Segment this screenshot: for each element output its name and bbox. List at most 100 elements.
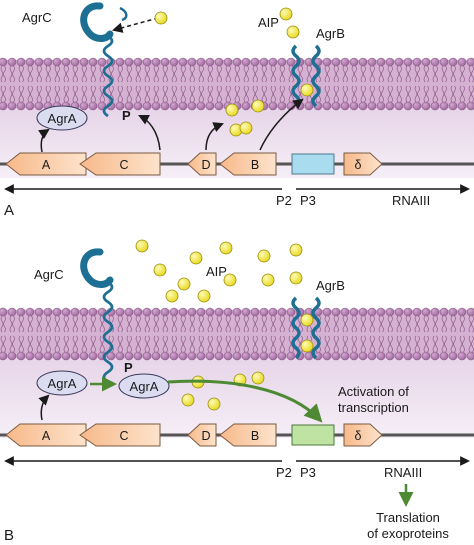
lipid-head-icon [322, 57, 332, 67]
lipid-head-icon [322, 351, 332, 361]
lipid-head-icon [43, 307, 53, 317]
lipid-head-icon [79, 351, 89, 361]
lipid-tail-icon [246, 315, 249, 333]
gene-delta [343, 423, 383, 447]
lipid-head-icon [88, 351, 98, 361]
rnaiii-label: RNAIII [384, 465, 422, 480]
lipid-tail-icon [48, 85, 51, 103]
lipid-tail-icon [459, 85, 463, 103]
lipid-tail-icon [48, 65, 51, 83]
lipid-tail-icon [120, 335, 123, 353]
aip-molecule-icon [300, 339, 314, 353]
lipid-tail-icon [135, 65, 139, 83]
lipid-head-icon [70, 307, 80, 317]
lipid-tail-icon [396, 85, 400, 103]
lipid-tail-icon [180, 335, 184, 353]
lipid-tail-icon [354, 315, 357, 333]
lipid-head-icon [286, 351, 296, 361]
lipid-tail-icon [129, 315, 132, 333]
lipid-tail-icon [243, 315, 247, 333]
lipid-tail-icon [462, 85, 465, 103]
activation-arrow [167, 379, 323, 423]
lipid-head-icon [169, 351, 179, 361]
lipid-tail-icon [198, 65, 202, 83]
lipid-tail-icon [264, 85, 267, 103]
lipid-tail-icon [363, 335, 366, 353]
lipid-tail-icon [279, 335, 283, 353]
lipid-head-icon [439, 57, 449, 67]
lipid-tail-icon [288, 65, 292, 83]
lipid-head-icon [196, 351, 206, 361]
lipid-tail-icon [99, 335, 103, 353]
lipid-tail-icon [381, 315, 384, 333]
lipid-head-icon [142, 101, 152, 111]
lipid-tail-icon [432, 315, 436, 333]
agrb-receptor-icon [291, 296, 321, 360]
lipid-tail-icon [435, 335, 438, 353]
lipid-tail-icon [210, 315, 213, 333]
aip-molecule-icon [154, 11, 168, 25]
lipid-tail-icon [396, 335, 400, 353]
lipid-tail-icon [417, 315, 420, 333]
lipid-tail-icon [9, 65, 13, 83]
lipid-head-icon [115, 101, 125, 111]
lipid-tail-icon [162, 335, 166, 353]
lipid-head-icon [133, 307, 143, 317]
lipid-tail-icon [171, 315, 175, 333]
aip-molecule-icon [223, 273, 237, 287]
lipid-tail-icon [432, 65, 436, 83]
lipid-tail-icon [255, 315, 258, 333]
gene-d [187, 423, 217, 447]
panel-a-label: A [4, 202, 14, 219]
agrc-label: AgrC [22, 10, 52, 25]
lipid-tail-icon [90, 315, 94, 333]
lipid-tail-icon [201, 335, 204, 353]
lipid-head-icon [466, 307, 474, 317]
lipid-tail-icon [21, 335, 24, 353]
gene-delta-label: δ [355, 158, 362, 172]
lipid-head-icon [268, 307, 278, 317]
lipid-tail-icon [387, 335, 391, 353]
lipid-tail-icon [0, 85, 4, 103]
lipid-tail-icon [90, 85, 94, 103]
lipid-head-icon [349, 307, 359, 317]
lipid-tail-icon [378, 315, 382, 333]
lipid-tail-icon [84, 335, 87, 353]
lipid-head-icon [448, 307, 458, 317]
lipid-tail-icon [405, 85, 409, 103]
lipid-tail-icon [72, 85, 76, 103]
lipid-tail-icon [36, 85, 40, 103]
lipid-head-icon [412, 307, 422, 317]
lipid-head-icon [385, 101, 395, 111]
lipid-head-icon [88, 57, 98, 67]
gene-b [219, 152, 277, 176]
lipid-tail-icon [192, 315, 195, 333]
lipid-tail-icon [342, 85, 346, 103]
lipid-tail-icon [228, 335, 231, 353]
agrb-expression-arrow [259, 98, 304, 151]
lipid-tail-icon [129, 335, 132, 353]
lipid-head-icon [232, 57, 242, 67]
lipid-tail-icon [327, 65, 330, 83]
lipid-tail-icon [270, 85, 274, 103]
lipid-tail-icon [126, 335, 130, 353]
lipid-head-icon [16, 101, 26, 111]
lipid-tail-icon [90, 65, 94, 83]
gene-b [219, 423, 277, 447]
lipid-tail-icon [120, 65, 123, 83]
lipid-tail-icon [261, 85, 265, 103]
lipid-tail-icon [279, 65, 283, 83]
lipid-tail-icon [345, 85, 348, 103]
lipid-head-icon [259, 307, 269, 317]
lipid-head-icon [367, 101, 377, 111]
lipid-head-icon [268, 101, 278, 111]
lipid-tail-icon [165, 65, 168, 83]
lipid-tail-icon [279, 85, 283, 103]
lipid-tail-icon [345, 65, 348, 83]
panel-a: AgrC P AIP AgrB AgrA [0, 2, 474, 219]
aip-molecule-icon [300, 83, 314, 97]
lipid-head-icon [0, 57, 8, 67]
lipid-head-icon [187, 57, 197, 67]
lipid-tail-icon [189, 65, 193, 83]
p3-region-active [291, 424, 335, 446]
